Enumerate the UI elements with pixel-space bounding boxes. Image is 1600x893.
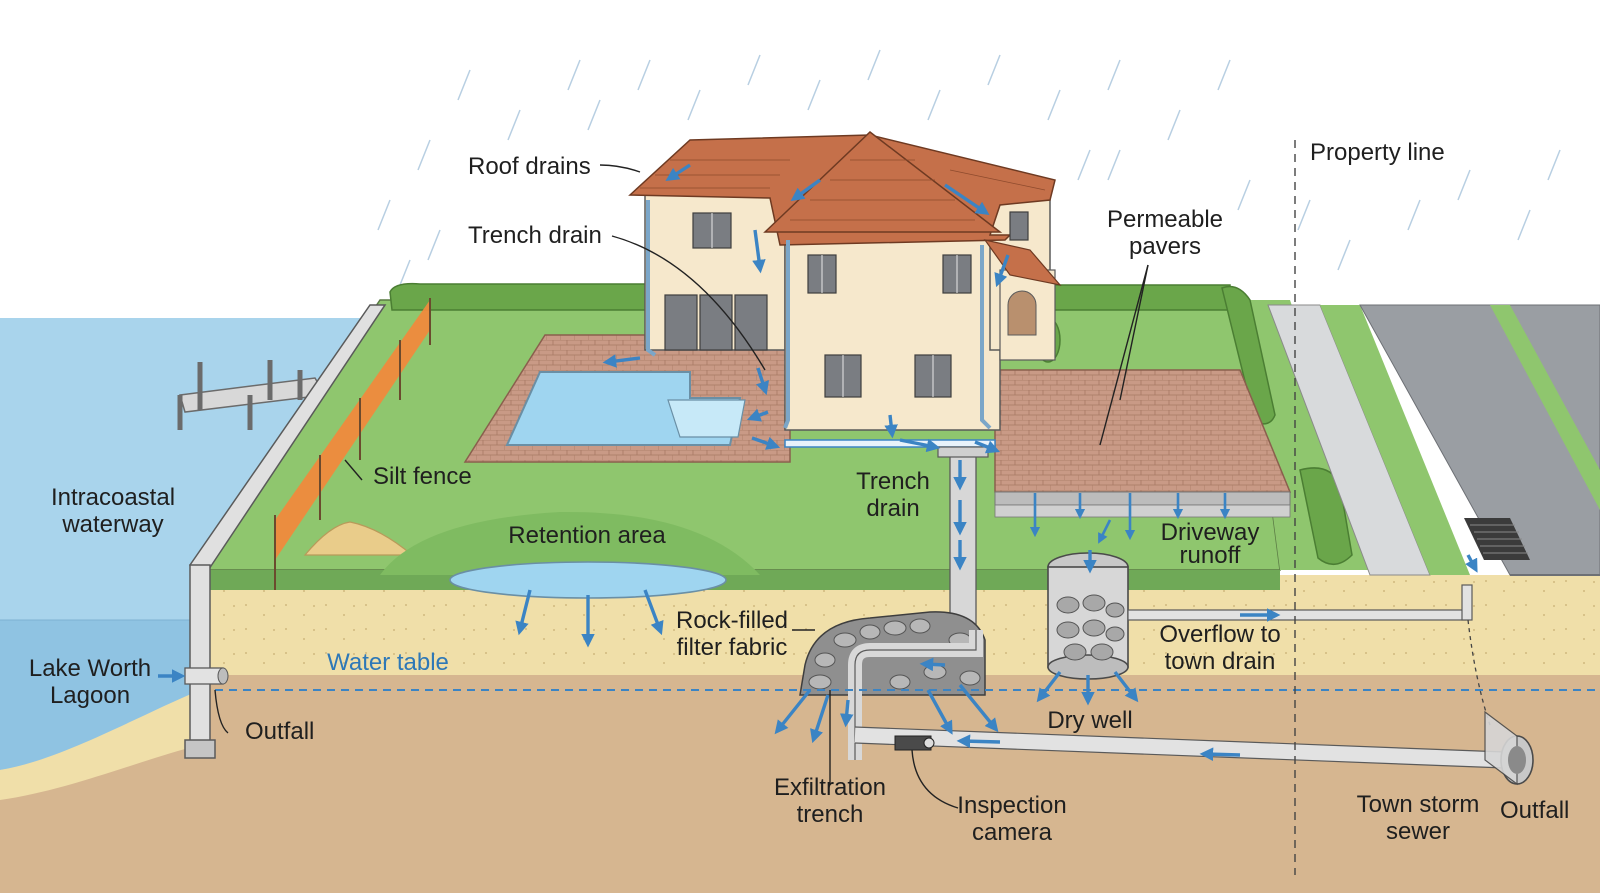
- house: [628, 131, 1062, 448]
- label-water-table: Water table: [327, 649, 449, 676]
- leader-lines: [214, 164, 1149, 809]
- town-storm-sewer: [1467, 619, 1534, 786]
- label-inspection-2: camera: [972, 819, 1053, 846]
- label-lake-worth-2: Lagoon: [50, 682, 130, 709]
- outfall-left: [184, 667, 229, 685]
- label-exfiltration-1: Exfiltration: [774, 774, 886, 801]
- label-driveway-runoff-1: Driveway: [1161, 519, 1260, 546]
- label-intracoastal-2: waterway: [61, 511, 163, 538]
- seawall: [184, 304, 387, 759]
- label-town-storm-2: sewer: [1386, 818, 1450, 845]
- labels: Roof drains Trench drain Property line P…: [29, 139, 1570, 846]
- label-exfiltration-2: trench: [797, 801, 864, 828]
- label-overflow-2: town drain: [1165, 648, 1276, 675]
- label-silt-fence: Silt fence: [373, 463, 472, 490]
- dry-well: [1047, 552, 1473, 680]
- label-trench-drain-mid-1: Trench: [856, 468, 930, 495]
- label-dry-well: Dry well: [1047, 707, 1132, 734]
- label-permeable-pavers-2: pavers: [1129, 233, 1201, 260]
- flow-arrows: [158, 163, 1478, 762]
- label-lake-worth-1: Lake Worth: [29, 655, 151, 682]
- label-trench-drain-mid-2: drain: [866, 495, 919, 522]
- exfiltration-trench: [799, 446, 1506, 769]
- label-trench-drain-top: Trench drain: [468, 222, 602, 249]
- pool: [505, 371, 746, 446]
- label-town-storm-1: Town storm: [1357, 791, 1480, 818]
- label-driveway-runoff-2: runoff: [1180, 542, 1241, 569]
- label-property-line: Property line: [1310, 139, 1445, 166]
- sand-pile: [303, 521, 414, 556]
- inspection-camera: [894, 735, 935, 751]
- label-outfall-left: Outfall: [245, 718, 314, 745]
- soil-layers: [0, 575, 1600, 893]
- hedges: [389, 282, 1353, 565]
- label-retention-area: Retention area: [508, 522, 666, 549]
- silt-fence: [274, 298, 431, 590]
- retention-area: [380, 511, 760, 599]
- label-inspection-1: Inspection: [957, 792, 1066, 819]
- label-intracoastal-1: Intracoastal: [51, 484, 175, 511]
- label-outfall-right: Outfall: [1500, 797, 1569, 824]
- label-rock-filled-2: filter fabric: [677, 634, 788, 661]
- label-rock-filled-1: Rock-filled: [676, 607, 788, 634]
- street: [1267, 304, 1600, 576]
- label-roof-drains: Roof drains: [468, 153, 591, 180]
- label-overflow-1: Overflow to: [1159, 621, 1280, 648]
- label-permeable-pavers-1: Permeable: [1107, 206, 1223, 233]
